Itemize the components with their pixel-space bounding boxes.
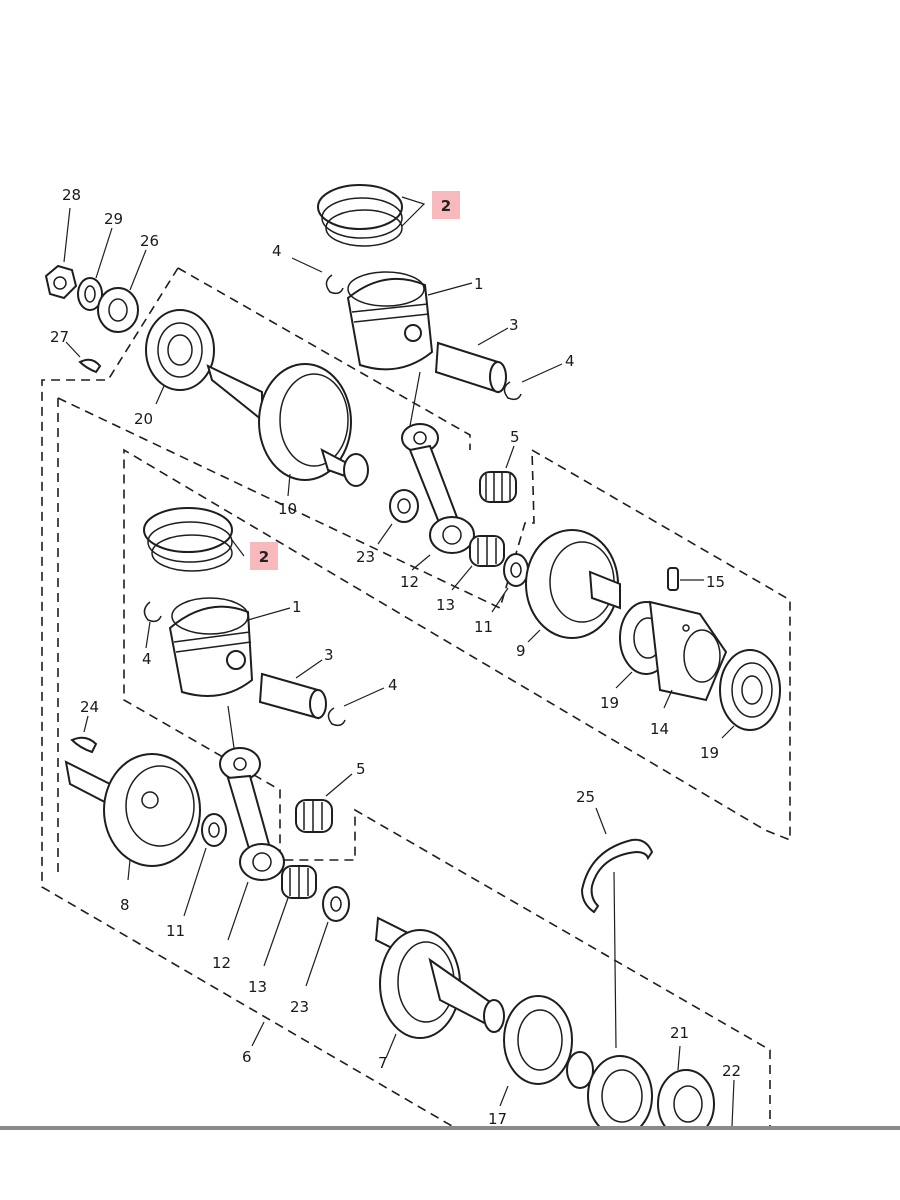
- clip-lower-right: 4: [327, 676, 398, 727]
- key-24: 24: [70, 698, 99, 754]
- callout-washer-11-upper: 11: [474, 618, 493, 636]
- callout-crank-assembly-6: 6: [242, 1048, 252, 1066]
- piston-upper: 1: [346, 271, 484, 371]
- piston-lower: 1: [168, 597, 302, 697]
- bearing-13-lower: 13: [248, 865, 317, 996]
- circlip-25: 25: [576, 788, 654, 1049]
- oil-seal-26: 26: [97, 232, 159, 333]
- crankshaft-half-8: 8: [64, 753, 201, 914]
- callout-shim-22: 22: [722, 1062, 741, 1080]
- washer-29: 29: [77, 210, 123, 311]
- clip-upper-right: 4: [503, 352, 575, 401]
- callout-bearing-17: 17: [488, 1110, 507, 1126]
- callout-bearing-small-lower: 5: [356, 760, 366, 778]
- washer-23-upper: 23: [356, 489, 419, 566]
- piston-pin-lower: 3: [258, 646, 334, 720]
- callout-seal-21: 21: [670, 1024, 689, 1042]
- pin-15: 15: [667, 567, 725, 591]
- callout-crank-half-7: 7: [378, 1054, 388, 1072]
- oil-seal-21: 21: [657, 1024, 715, 1126]
- callout-clip-lower-left: 4: [142, 650, 152, 668]
- assembly-dashed-outlines: [41, 267, 791, 1126]
- crankshaft-half-10: 10: [206, 363, 369, 518]
- bearing-5-lower: 5: [295, 760, 366, 833]
- callout-washer-23-lower: 23: [290, 998, 309, 1016]
- callout-washer-11-lower: 11: [166, 922, 185, 940]
- ring-set-lower-highlight: [250, 542, 278, 570]
- callout-ring-set-lower: 2: [259, 548, 269, 566]
- callout-bearing-19-left: 19: [600, 694, 619, 712]
- callout-bearing-small-upper: 5: [510, 428, 520, 446]
- washer-23-lower: 23: [290, 886, 350, 1016]
- bearing-20: 20: [134, 309, 215, 428]
- crankshaft-center-9: 9: [516, 529, 621, 660]
- callout-key-27: 27: [50, 328, 69, 346]
- oil-seal-14: 14: [648, 600, 728, 738]
- callout-ring-set-upper: 2: [441, 197, 451, 215]
- callout-washer-23-upper: 23: [356, 548, 375, 566]
- callout-bearing-13-upper: 13: [436, 596, 455, 614]
- callout-washer-29: 29: [104, 210, 123, 228]
- exploded-parts-diagram: 2 1 4 3 4 28 29: [41, 184, 791, 1126]
- callout-clip-upper-right: 4: [565, 352, 575, 370]
- conrod-upper: 12: [400, 371, 475, 591]
- callout-piston-lower: 1: [292, 598, 302, 616]
- callout-bearing-20: 20: [134, 410, 153, 428]
- washer-11-lower: 11: [166, 813, 227, 940]
- callout-seal-14: 14: [650, 720, 669, 738]
- bearing-5-upper: 5: [479, 428, 520, 503]
- bearing-17: 17: [488, 995, 653, 1126]
- callout-key-24: 24: [80, 698, 99, 716]
- piston-pin-upper: 3: [434, 316, 519, 394]
- piston-rings-upper: 2: [317, 184, 460, 247]
- key-27: 27: [50, 328, 102, 374]
- crank-assembly-6: 6: [242, 1021, 265, 1066]
- ring-set-upper-highlight: [432, 191, 460, 219]
- bearing-13-upper: 13: [436, 535, 505, 614]
- callout-conrod-upper: 12: [400, 573, 419, 591]
- clip-upper-left: 4: [272, 242, 344, 295]
- bearing-19-right: 19: [700, 649, 781, 762]
- callout-crank-center-9: 9: [516, 642, 526, 660]
- callout-pin-15: 15: [706, 573, 725, 591]
- callout-circlip-25: 25: [576, 788, 595, 806]
- bottom-divider: [0, 1126, 900, 1130]
- callout-crank-half-10: 10: [278, 500, 297, 518]
- callout-nut: 28: [62, 186, 81, 204]
- callout-bearing-13-lower: 13: [248, 978, 267, 996]
- crankshaft-half-7: 7: [374, 916, 505, 1072]
- callout-seal-26: 26: [140, 232, 159, 250]
- clip-lower-left: 4: [142, 601, 162, 668]
- callout-pin-lower: 3: [324, 646, 334, 664]
- callout-piston-upper: 1: [474, 275, 484, 293]
- piston-rings-lower: 2: [143, 507, 278, 572]
- conrod-lower: 12: [212, 705, 285, 972]
- callout-clip-upper-left: 4: [272, 242, 282, 260]
- nut-28: 28: [44, 186, 81, 300]
- shim-22: 22: [722, 1062, 741, 1126]
- bottom-blank-area: [0, 1130, 900, 1200]
- callout-conrod-lower: 12: [212, 954, 231, 972]
- callout-bearing-19-right: 19: [700, 744, 719, 762]
- callout-pin-upper: 3: [509, 316, 519, 334]
- callout-crank-half-8: 8: [120, 896, 130, 914]
- callout-clip-lower-right: 4: [388, 676, 398, 694]
- washer-11-upper: 11: [474, 553, 529, 636]
